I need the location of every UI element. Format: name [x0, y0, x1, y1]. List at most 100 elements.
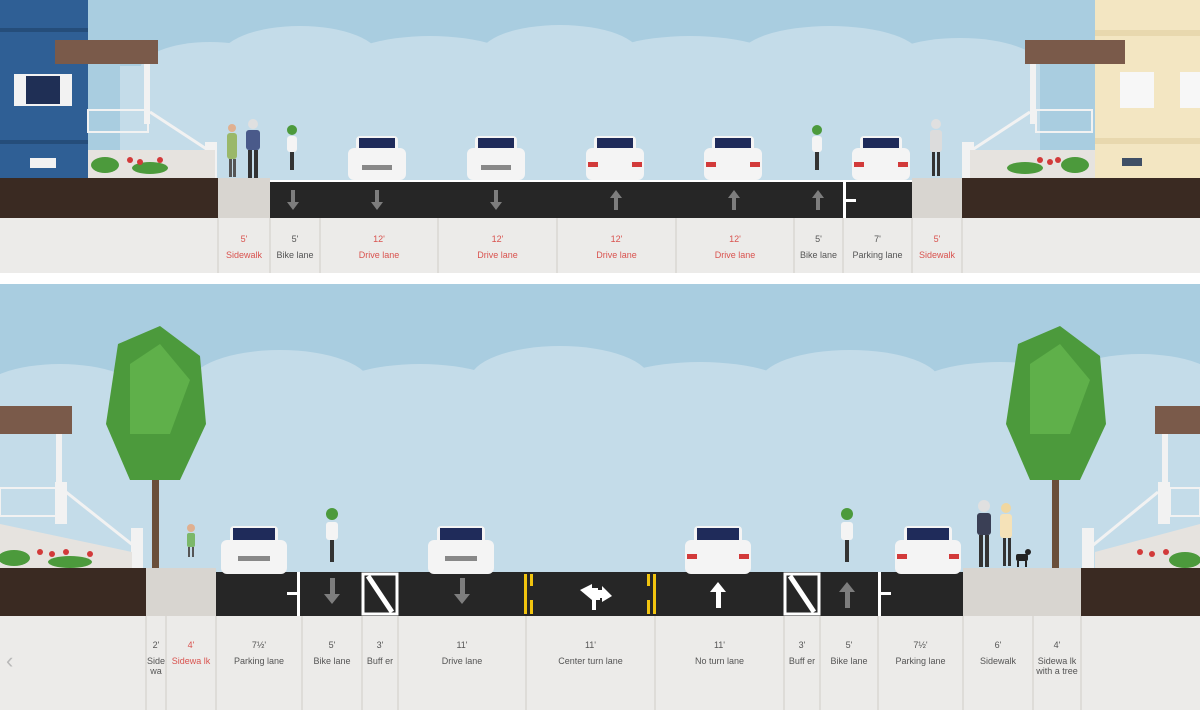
segment-label: 7½' Parking lane: [879, 640, 962, 666]
sidewalk-right: [912, 178, 962, 218]
segment-label: 5' Bike lane: [271, 234, 319, 260]
buffer-hatching: [783, 572, 821, 616]
segment-name: Parking lane: [852, 250, 903, 260]
roadway: [270, 182, 912, 218]
lane-markings: [287, 572, 891, 616]
segment-width: 5': [845, 640, 853, 650]
segment-width: 5': [815, 234, 822, 244]
segment-name: Bike lane: [276, 250, 314, 260]
segment-name: Bike lane: [830, 656, 868, 666]
segment-name: Side wa: [147, 656, 166, 676]
segment-name: Drive lane: [596, 250, 637, 260]
segment-width: 2': [152, 640, 160, 650]
cyclist: [841, 508, 853, 562]
segment-name: Drive lane: [477, 250, 518, 260]
segment-width: 12': [729, 234, 741, 244]
pedestrian: [227, 124, 237, 177]
segment-name: Parking lane: [895, 656, 946, 666]
segment-label: 7' Parking lane: [844, 234, 911, 260]
sidewalk-left: [146, 568, 216, 616]
segment-name: Bike lane: [799, 250, 838, 260]
soil-left: [0, 568, 146, 616]
car: [895, 526, 961, 574]
segment-label: 3'Buff er: [785, 640, 819, 666]
segment-width: 12': [373, 234, 385, 244]
segment-width: 7½': [913, 640, 928, 650]
house-right: [962, 0, 1200, 178]
parking-mark: [843, 182, 856, 218]
segment-label: 5' Bike lane: [303, 640, 361, 666]
segment-width: 11': [584, 640, 597, 650]
segment-width: 11': [456, 640, 468, 650]
segment-name: Bike lane: [313, 656, 351, 666]
segment-width: 5': [291, 234, 299, 244]
segment-label: 12' Drive lane: [321, 234, 437, 260]
street-section-proposed: 2' Side wa 4' Sidewa lk 7½' Parking lane 5' Bik…: [0, 284, 1200, 710]
street-section-current-illustration: [0, 0, 1200, 273]
segment-label: 12' Drive lane: [677, 234, 793, 260]
segment-name: Drive lane: [714, 250, 756, 260]
car: [685, 526, 751, 574]
previous-arrow-icon[interactable]: ‹: [6, 648, 14, 673]
segment-dividers: [217, 218, 963, 273]
segment-label: 5' Sidewalk: [219, 234, 269, 260]
segment-label: 5' Bike lane: [795, 234, 842, 260]
car: [852, 136, 910, 180]
segment-label: 12' Drive lane: [558, 234, 675, 260]
segment-label: 5' Bike lane: [821, 640, 877, 666]
soil-right: [962, 178, 1200, 218]
segment-width: 4': [1053, 640, 1061, 650]
segment-width: 11': [713, 640, 726, 650]
segment-label: 11' Center turn lane: [527, 640, 654, 666]
street-section-current: 5' Sidewalk 5' Bike lane 12' Drive lane 12' Dri…: [0, 0, 1200, 273]
pedestrian: [930, 119, 942, 176]
segment-name: Parking lane: [233, 656, 285, 666]
segment-width: 12': [610, 234, 623, 244]
segment-name: Sidewalk: [225, 250, 263, 260]
tree-left: [106, 326, 206, 568]
segment-name: Drive lane: [441, 656, 483, 666]
center-turn-yellow-lines: [524, 574, 656, 614]
house-right: [1082, 406, 1200, 568]
segment-name: Buff er: [788, 656, 816, 666]
label-band: [0, 218, 1200, 273]
lane-arrows: [287, 190, 824, 210]
segment-label: 6'Sidewalk: [964, 640, 1032, 666]
house-left: [0, 406, 143, 568]
segment-width: 5': [933, 234, 941, 244]
segment-name: Center turn lane: [558, 656, 623, 666]
pedestrian: [246, 119, 260, 178]
dog: [1016, 549, 1031, 567]
section-divider: [0, 273, 1200, 284]
segment-name: Sidewalk: [918, 250, 956, 260]
segment-width: 5': [328, 640, 336, 650]
tree-right: [1006, 326, 1106, 568]
segment-label: 3'Buff er: [363, 640, 397, 666]
segment-name: Sidewa lk: [171, 656, 211, 666]
house-left: [0, 0, 217, 178]
cyclist: [326, 508, 338, 562]
car: [586, 136, 644, 180]
street-section-proposed-illustration: [0, 284, 1200, 710]
segment-dividers: [145, 616, 1082, 710]
pedestrian: [1000, 503, 1012, 566]
car: [348, 136, 406, 180]
label-band: [0, 616, 1200, 710]
pedestrian: [977, 500, 991, 567]
segment-label: 4' Sidewa lk with a tree: [1034, 640, 1080, 676]
segment-name: Sidewa lk with a tree: [1036, 656, 1078, 676]
segment-width: 7½': [251, 640, 267, 650]
car: [221, 526, 287, 574]
segment-label: 5' Sidewalk: [913, 234, 961, 260]
sidewalk-left: [218, 178, 270, 218]
soil-right: [1081, 568, 1200, 616]
segment-width: 7': [874, 234, 881, 244]
cyclist: [812, 125, 822, 170]
segment-width: 12': [491, 234, 504, 244]
pedestrian: [187, 524, 195, 557]
segment-name: Drive lane: [358, 250, 400, 260]
segment-width: 5': [240, 234, 248, 244]
cyclist: [287, 125, 297, 170]
segment-label: 7½' Parking lane: [217, 640, 301, 666]
car: [467, 136, 525, 180]
